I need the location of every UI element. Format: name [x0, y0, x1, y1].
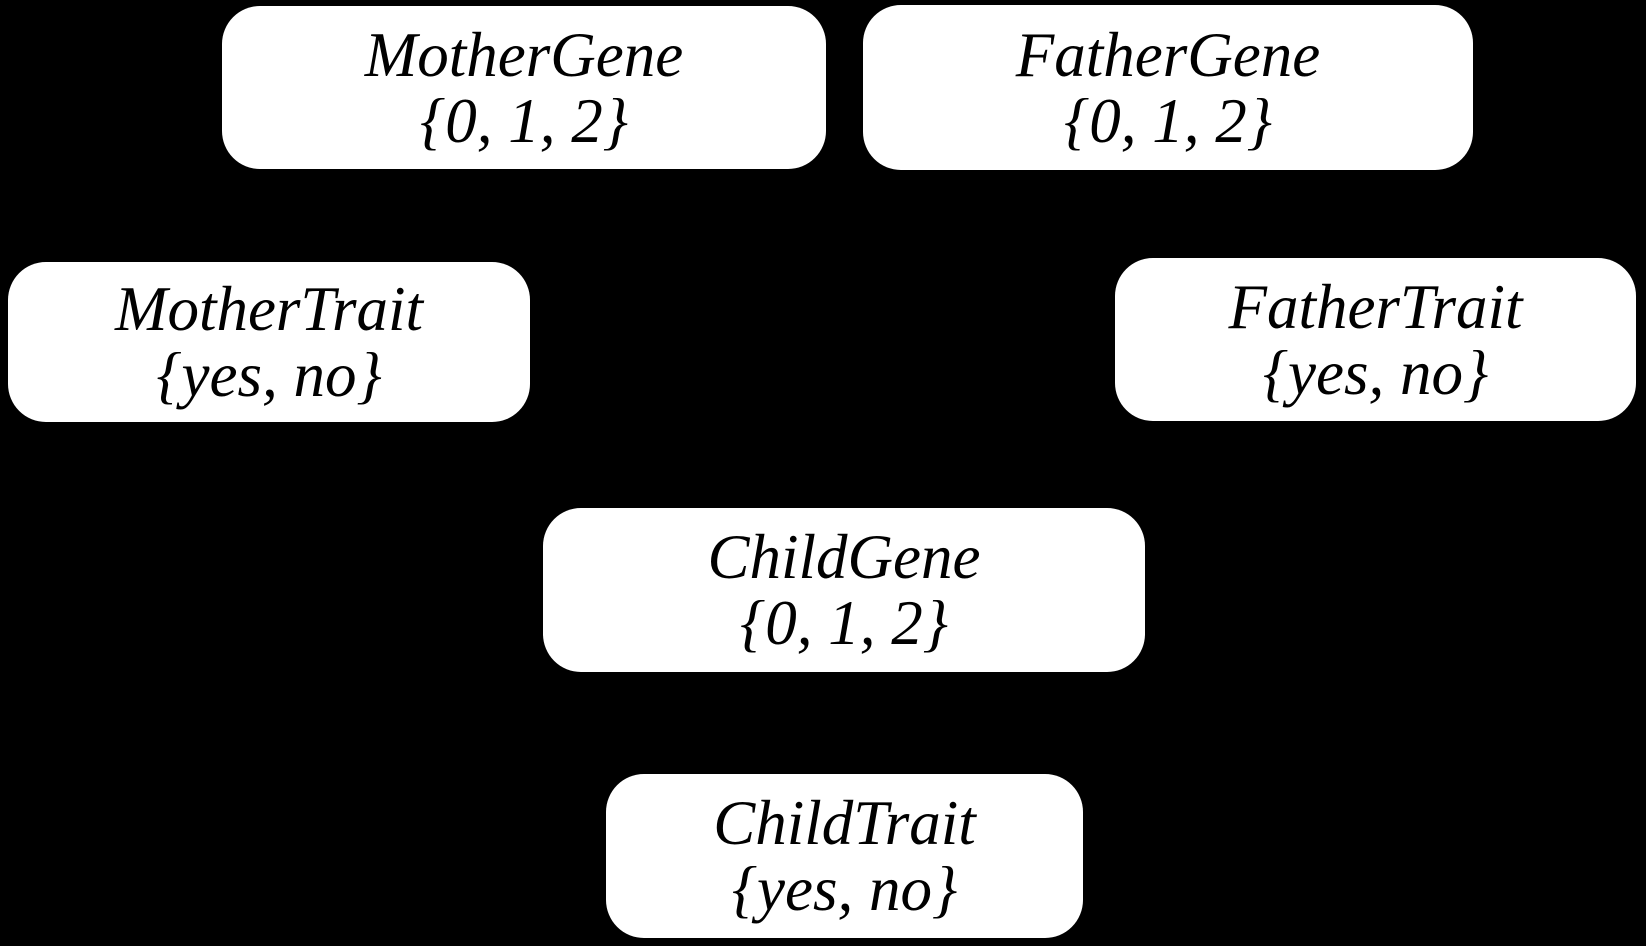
- node-child-trait-label: ChildTrait: [713, 788, 976, 858]
- node-mother-trait: MotherTrait {yes, no}: [8, 262, 530, 422]
- node-father-trait: FatherTrait {yes, no}: [1115, 258, 1636, 421]
- node-child-gene-label: ChildGene: [707, 522, 981, 592]
- node-mother-trait-label: MotherTrait: [114, 274, 424, 344]
- node-child-gene: ChildGene {0, 1, 2}: [543, 508, 1145, 672]
- node-father-gene: FatherGene {0, 1, 2}: [863, 5, 1473, 170]
- node-mother-gene-domain: {0, 1, 2}: [420, 85, 628, 156]
- node-child-gene-domain: {0, 1, 2}: [740, 588, 948, 658]
- node-father-trait-label: FatherTrait: [1228, 271, 1523, 342]
- node-mother-gene-label: MotherGene: [364, 19, 684, 90]
- node-father-gene-label: FatherGene: [1015, 19, 1321, 90]
- node-father-trait-domain: {yes, no}: [1262, 337, 1489, 408]
- node-mother-trait-domain: {yes, no}: [156, 340, 382, 410]
- node-father-gene-domain: {0, 1, 2}: [1064, 85, 1272, 156]
- node-mother-gene: MotherGene {0, 1, 2}: [222, 6, 826, 169]
- node-child-trait: ChildTrait {yes, no}: [606, 774, 1083, 938]
- node-child-trait-domain: {yes, no}: [731, 854, 958, 924]
